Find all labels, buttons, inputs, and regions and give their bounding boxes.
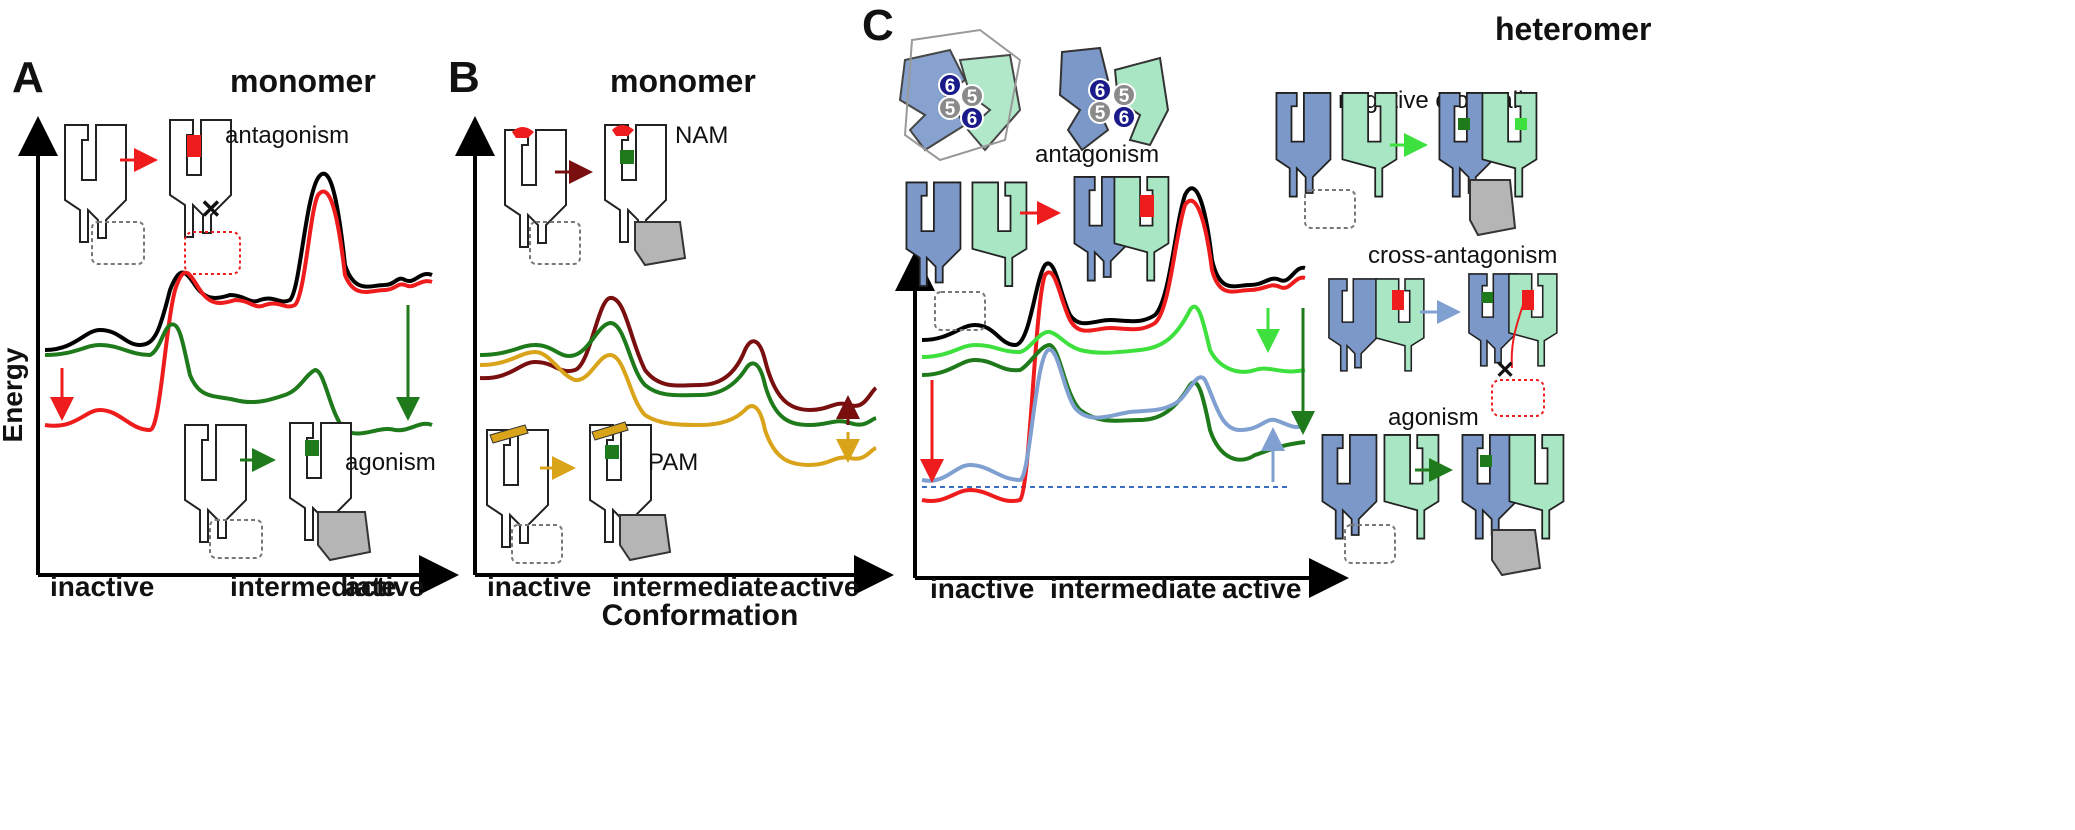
panel-c-badge-6-d: 6 <box>1119 108 1130 129</box>
panel-c-badge-6-b: 6 <box>967 109 978 130</box>
panel-c-antag-ligand <box>1140 195 1154 217</box>
panel-c-label-agonism: agonism <box>1388 404 1479 431</box>
panel-c-curve-red <box>921 198 1306 504</box>
panel-c-antag-green-apo <box>971 181 1028 287</box>
panel-b: B monomer inactive intermediate active C… <box>448 53 894 632</box>
panel-c-curve-light-blue <box>921 347 1306 483</box>
panel-a-title: monomer <box>230 63 376 99</box>
panel-a-antagonist-ligand <box>187 135 201 157</box>
panel-a-receptor-apo-2 <box>184 424 247 543</box>
panel-c-ca-green <box>1508 273 1558 367</box>
panel-c-tick-inactive: inactive <box>930 573 1034 604</box>
panel-b-curve-gold <box>479 349 877 468</box>
panel-c-tick-active: active <box>1222 573 1301 604</box>
panel-b-gprotein-bound <box>634 221 687 267</box>
panel-c-nc-ligand-1 <box>1458 118 1470 130</box>
panel-b-title: monomer <box>610 63 756 99</box>
panel-b-tick-inactive: inactive <box>487 571 591 602</box>
panel-a-gprotein-bound <box>317 511 372 562</box>
panel-b-gprotein-ghost-2 <box>511 524 563 564</box>
panel-c-heteromer-top-right: 6 5 5 6 <box>1058 46 1170 152</box>
panel-b-label-nam: NAM <box>675 122 728 149</box>
panel-c-title: heteromer <box>1495 11 1652 47</box>
panel-c-curve-black <box>921 186 1306 348</box>
panel-c-ca-block-x-icon: ✕ <box>1495 357 1515 384</box>
panel-b-tick-intermediate: intermediate <box>612 571 779 602</box>
panel-c-ag-gprotein-ghost <box>1344 524 1396 564</box>
panel-a-agonist-ligand <box>305 440 319 456</box>
panel-a-curve-green <box>44 322 433 436</box>
panel-b-nam-ligand-bound <box>612 125 634 136</box>
panel-b-curve-green <box>479 321 877 428</box>
panel-a-tick-active: active <box>345 571 424 602</box>
panel-c-nc-gprotein-ghost <box>1304 189 1356 229</box>
panel-c-letter: C <box>862 1 894 50</box>
panel-c-ag-green-apo <box>1383 434 1440 540</box>
panel-c-ca-ligand-green <box>1482 292 1493 303</box>
panel-a-block-x-icon: ✕ <box>200 194 222 224</box>
panel-c-ag-blue <box>1461 434 1518 540</box>
panel-b-pam-ligand <box>489 424 529 444</box>
panel-c-ag-green <box>1508 434 1565 540</box>
panel-a: A monomer Energy inactive intermediate a… <box>0 53 459 602</box>
panel-c-label-cross-antagonism: cross-antagonism <box>1368 242 1557 269</box>
panel-b-receptor-apo <box>504 129 567 248</box>
panel-b-agonist-ligand <box>620 150 634 164</box>
panel-c-antag-green <box>1113 176 1170 282</box>
panel-b-gprotein-bound-2 <box>619 514 672 562</box>
panel-c-tick-intermediate: intermediate <box>1050 573 1217 604</box>
panel-c-curve-green <box>921 342 1306 462</box>
panel-b-label-pam: PAM <box>648 449 698 476</box>
panel-c-nc-blue-apo <box>1275 92 1332 198</box>
panel-c-ag-gprotein <box>1491 529 1542 577</box>
panel-a-tick-intermediate: intermediate <box>230 571 397 602</box>
panel-b-nam-ligand <box>512 127 534 138</box>
panel-c-badge-5-a: 5 <box>945 99 956 120</box>
panel-a-label-agonism: agonism <box>345 449 436 476</box>
panel-c-badge-5-b: 5 <box>967 87 978 108</box>
panel-c-nc-ligand-2 <box>1515 118 1527 130</box>
panel-a-curve-black <box>44 171 433 352</box>
panel-c-badge-5-c: 5 <box>1095 103 1106 124</box>
panel-b-letter: B <box>448 53 480 102</box>
panel-b-tick-active: active <box>780 571 859 602</box>
panel-c-ag-ligand <box>1480 455 1492 467</box>
panel-c: C heteromer inactive intermediate active… <box>862 1 1652 604</box>
panel-b-pam-ligand-bound <box>591 421 629 441</box>
panel-b-agonist-ligand-2 <box>605 445 619 459</box>
panel-c-badge-6-a: 6 <box>945 76 956 97</box>
panel-c-badge-6-c: 6 <box>1095 81 1106 102</box>
panel-a-gprotein-ghost <box>91 221 145 265</box>
panel-b-receptor-apo-2 <box>486 429 549 548</box>
panel-c-ca-signal-path <box>1510 289 1529 369</box>
panel-a-tick-inactive: inactive <box>50 571 154 602</box>
panel-c-ca-ligand-red-2 <box>1522 290 1534 310</box>
panel-c-antag-gprotein-ghost <box>934 291 986 331</box>
panel-c-ca-blue-apo <box>1328 278 1378 372</box>
panel-b-gprotein-ghost <box>529 221 581 265</box>
panel-c-ca-ligand-red <box>1392 290 1404 310</box>
panel-c-badge-5-d: 5 <box>1119 86 1130 107</box>
panel-c-label-antagonism: antagonism <box>1035 141 1159 168</box>
panel-c-heteromer-top-left: 6 5 5 6 <box>898 28 1022 162</box>
panel-a-curve-red <box>44 189 433 433</box>
panel-a-receptor-apo <box>64 124 127 243</box>
panel-a-gprotein-blocked <box>184 231 241 275</box>
panel-c-curve-lime <box>921 304 1306 374</box>
panel-b-curve-maroon <box>479 296 878 413</box>
panel-c-ag-blue-apo <box>1321 434 1378 540</box>
panel-c-nc-gprotein <box>1469 179 1517 237</box>
panel-a-label-antagonism: antagonism <box>225 122 349 149</box>
panel-a-letter: A <box>12 53 44 102</box>
y-axis-label: Energy <box>0 347 28 442</box>
panel-c-ca-gprotein-blocked <box>1491 379 1545 417</box>
x-axis-label: Conformation <box>602 599 799 632</box>
